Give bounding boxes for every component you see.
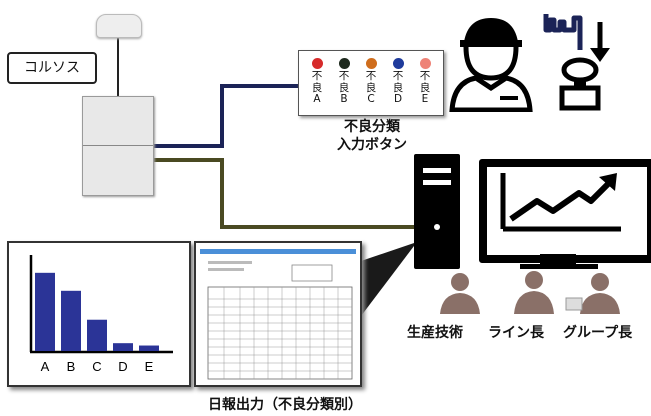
device-label: コルソス [7, 52, 97, 84]
bar-c [87, 319, 107, 351]
report-callout [358, 242, 417, 320]
button-light-e [419, 58, 431, 69]
caption-line-2: 入力ボタン [337, 137, 407, 153]
button-light-c [365, 58, 377, 69]
role-line-leader: ライン長 [488, 325, 544, 341]
tick-label-e: E [145, 359, 154, 374]
person-1-icon [440, 273, 480, 314]
button-light-d [392, 58, 404, 69]
tick-label-d: D [118, 359, 127, 374]
defect-button-c[interactable]: 不 良 C [361, 58, 381, 106]
report-caption: 日報出力（不良分類別） [208, 397, 362, 413]
tick-label-b: B [67, 359, 76, 374]
bar-b [61, 290, 81, 351]
button-label-a: 不 良 A [311, 70, 323, 105]
button-panel-caption: 不良分類 入力ボタン [318, 118, 426, 154]
pc-monitor [479, 159, 651, 263]
button-press-icon [543, 14, 610, 111]
button-label-e: 不 良 E [419, 70, 431, 105]
pc-cable [152, 158, 414, 229]
button-light-a [311, 58, 323, 69]
caption-line-1: 不良分類 [344, 119, 400, 135]
daily-report-sheet [194, 241, 362, 387]
person-3-icon [580, 273, 620, 314]
role-group-leader: グループ長 [563, 325, 633, 341]
bar-a [35, 272, 55, 351]
defect-bar-chart: A B C D E [7, 241, 191, 387]
tick-label-c: C [92, 359, 101, 374]
bar-d [113, 343, 133, 351]
sensor-head [96, 14, 142, 38]
defect-button-d[interactable]: 不 良 D [388, 58, 408, 106]
button-label-c: 不 良 C [365, 70, 377, 105]
button-light-b [338, 58, 350, 69]
defect-button-panel: 不 良 A 不 良 B 不 良 C 不 良 D 不 良 E [298, 50, 444, 116]
button-cable [152, 84, 298, 148]
operator-icon [449, 18, 533, 112]
report-table-icon [200, 249, 356, 380]
defect-button-e[interactable]: 不 良 E [415, 58, 435, 106]
bar-e [139, 345, 159, 351]
tick-label-a: A [41, 359, 50, 374]
defect-button-b[interactable]: 不 良 B [334, 58, 354, 106]
pc-tower [414, 154, 460, 269]
monitor-base [520, 264, 598, 269]
defect-button-a[interactable]: 不 良 A [307, 58, 327, 106]
trend-chart-icon [500, 173, 621, 232]
control-unit [82, 96, 154, 196]
bar-chart-svg: A B C D E [29, 255, 173, 374]
button-label-b: 不 良 B [338, 70, 350, 105]
button-label-d: 不 良 D [392, 70, 404, 105]
person-2-icon [514, 271, 554, 314]
people-group [440, 271, 620, 314]
role-production-engineering: 生産技術 [407, 325, 463, 341]
